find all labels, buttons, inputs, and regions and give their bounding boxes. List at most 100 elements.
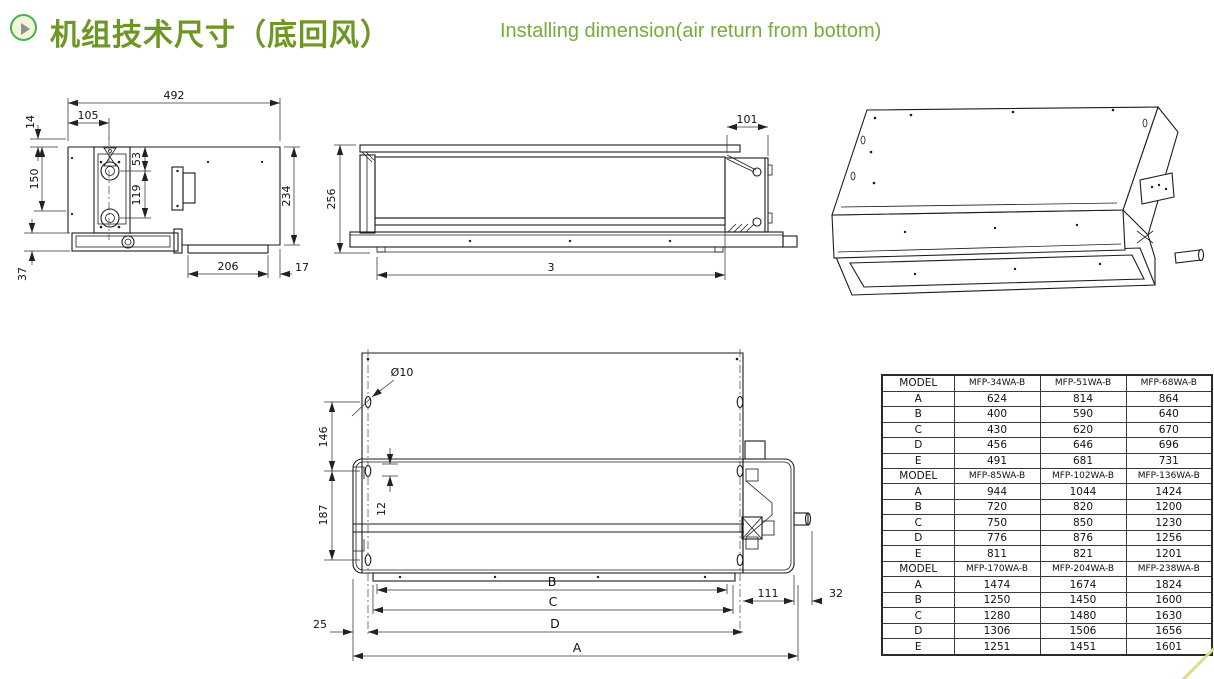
table-cell: 821 xyxy=(1039,545,1127,562)
table-cell: 1200 xyxy=(1125,498,1213,516)
table-cell: MFP-102WA-B xyxy=(1039,467,1127,485)
table-cell: MFP-85WA-B xyxy=(953,467,1041,485)
table-cell: 1306 xyxy=(953,622,1041,640)
table-cell: MFP-34WA-B xyxy=(953,374,1041,392)
page-title-en: Installing dimension(air return from bot… xyxy=(500,20,882,42)
dim-pan-width-label: 206 xyxy=(218,260,239,273)
table-cell: 944 xyxy=(953,483,1041,500)
isometric-outline xyxy=(831,105,1205,296)
table-cell: MODEL xyxy=(881,560,955,578)
table-cell: MODEL xyxy=(881,467,955,485)
front-view-dimensions: 256 101 3 xyxy=(325,113,769,280)
table-cell: D xyxy=(881,622,955,640)
dim-left-height-label: 150 xyxy=(28,169,41,190)
table-cell: 1230 xyxy=(1125,514,1213,531)
table-cell: 850 xyxy=(1039,514,1127,531)
dim-right-gap-label: 32 xyxy=(829,587,843,600)
table-cell: C xyxy=(881,607,955,624)
table-cell: C xyxy=(881,514,955,531)
page-title-zh: 机组技术尺寸（底回风） xyxy=(50,19,391,52)
bottom-view-outline xyxy=(352,349,812,637)
table-cell: 750 xyxy=(953,514,1041,531)
table-cell: 820 xyxy=(1039,498,1127,516)
dim-left-offset-label: 25 xyxy=(313,618,327,631)
table-cell: 1630 xyxy=(1125,607,1213,624)
table-cell: 681 xyxy=(1039,452,1127,470)
table-cell: 811 xyxy=(953,545,1041,562)
table-cell: 814 xyxy=(1039,390,1127,408)
dim-pipe-spacing-label: 119 xyxy=(130,185,143,206)
dim-span-a-label: A xyxy=(573,640,582,655)
table-cell: MFP-51WA-B xyxy=(1039,374,1127,392)
table-cell: B xyxy=(881,591,955,609)
table-cell: MFP-238WA-B xyxy=(1125,560,1213,578)
side-view-dimensions: 492 105 14 150 37 53 119 234 xyxy=(16,89,309,281)
dim-pipe-offset-label: 105 xyxy=(78,109,99,122)
table-cell: 1674 xyxy=(1039,576,1127,593)
table-cell: 400 xyxy=(953,406,1041,423)
dim-pan-drop-label: 37 xyxy=(16,267,29,281)
table-cell: 720 xyxy=(953,498,1041,516)
table-cell: B xyxy=(881,498,955,516)
table-cell: MODEL xyxy=(881,374,955,392)
table-cell: 876 xyxy=(1039,529,1127,547)
table-cell: 1251 xyxy=(953,638,1041,656)
table-cell: 864 xyxy=(1125,390,1213,408)
dim-top-gap-label: 14 xyxy=(24,115,37,129)
table-cell: 1250 xyxy=(953,591,1041,609)
table-cell: 430 xyxy=(953,421,1041,439)
table-cell: 1450 xyxy=(1039,591,1127,609)
table-cell: 1451 xyxy=(1039,638,1127,656)
dim-pan-right-gap-label: 17 xyxy=(295,261,309,274)
table-cell: 776 xyxy=(953,529,1041,547)
table-cell: A xyxy=(881,390,955,408)
table-cell: 1280 xyxy=(953,607,1041,624)
table-cell: 1044 xyxy=(1039,483,1127,500)
table-cell: 1201 xyxy=(1125,545,1213,562)
dim-hole-dia-label: Ø10 xyxy=(391,366,414,379)
table-cell: 731 xyxy=(1125,452,1213,470)
dim-span-b-label: B xyxy=(548,574,557,589)
table-cell: 1601 xyxy=(1125,638,1213,656)
table-cell: MFP-204WA-B xyxy=(1039,560,1127,578)
table-cell: 1256 xyxy=(1125,529,1213,547)
table-cell: 491 xyxy=(953,452,1041,470)
arrow-circle-icon xyxy=(10,14,37,41)
table-cell: 1656 xyxy=(1125,622,1213,640)
table-cell: 624 xyxy=(953,390,1041,408)
table-cell: 646 xyxy=(1039,437,1127,454)
dim-span-d-label: D xyxy=(550,616,560,631)
dim-right-box-label: 111 xyxy=(758,587,779,600)
table-cell: 1824 xyxy=(1125,576,1213,593)
front-view-outline xyxy=(349,144,798,253)
bottom-view-dimensions: Ø10 146 187 12 B C D 25 A xyxy=(313,366,843,661)
table-cell: A xyxy=(881,483,955,500)
table-cell: D xyxy=(881,437,955,454)
table-cell: MFP-170WA-B xyxy=(953,560,1041,578)
table-cell: 670 xyxy=(1125,421,1213,439)
table-cell: D xyxy=(881,529,955,547)
side-view-drawing: 492 105 14 150 37 53 119 234 xyxy=(16,89,309,281)
table-cell: 456 xyxy=(953,437,1041,454)
dim-bottom-span-label: 3 xyxy=(548,261,555,274)
side-view-outline xyxy=(67,138,281,254)
table-cell: 1506 xyxy=(1039,622,1127,640)
table-cell: E xyxy=(881,638,955,656)
